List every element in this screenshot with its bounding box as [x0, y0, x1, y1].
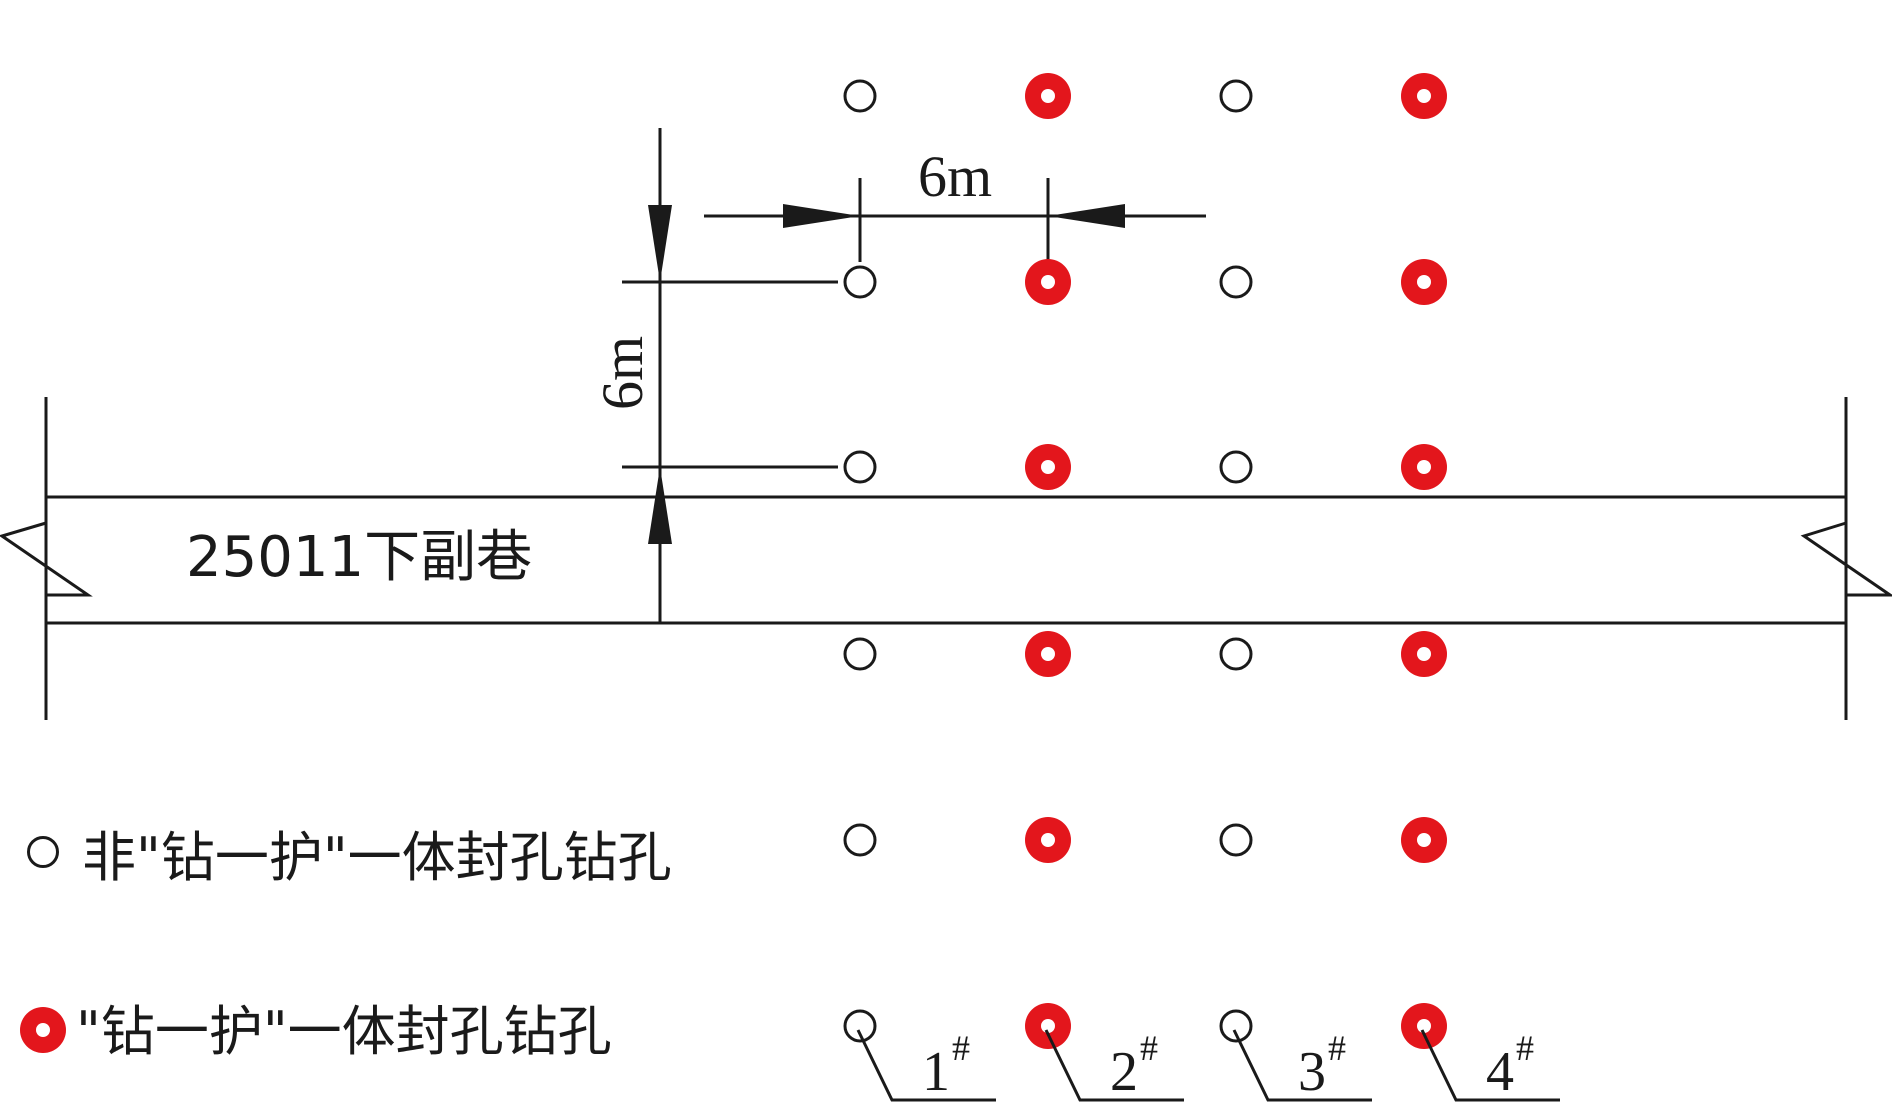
hole-integrated-c4-r3: [1401, 444, 1447, 490]
hole-plain-c3-r5: [1219, 823, 1253, 857]
horizontal-arrow-left: [783, 204, 860, 228]
column-2-mark: #: [1140, 1028, 1158, 1068]
column-2-leader-line: [1044, 1029, 1184, 1102]
hole-plain-c1-r1: [843, 79, 877, 113]
hole-integrated-c2-r5: [1025, 817, 1071, 863]
roadway: [0, 397, 1892, 720]
hole-integrated-c2-r3: [1025, 444, 1071, 490]
column-4-label: 4#: [1486, 1028, 1534, 1103]
vertical-arrow-top: [648, 205, 672, 282]
hole-plain-c3-r1: [1219, 79, 1253, 113]
roadway-label: 25011下副巷: [186, 525, 532, 590]
horizontal-arrow-right: [1048, 204, 1125, 228]
hole-integrated-c4-r1: [1401, 73, 1447, 119]
vertical-arrow-bottom: [648, 467, 672, 544]
legend-integrated-hole-label: "钻一护"一体封孔钻孔: [76, 1000, 612, 1063]
right-break-symbol: [1800, 521, 1892, 597]
legend: 非"钻一护"一体封孔钻孔 "钻一护"一体封孔钻孔: [20, 826, 672, 1063]
vertical-dimension-label: 6m: [590, 336, 655, 410]
column-1-leader-line: [856, 1029, 996, 1102]
column-3-mark: #: [1328, 1028, 1346, 1068]
hole-plain-c3-r4: [1219, 637, 1253, 671]
hole-plain-c3-r3: [1219, 450, 1253, 484]
hole-grid: [843, 73, 1447, 1049]
legend-plain-hole-label: 非"钻一护"一体封孔钻孔: [82, 826, 672, 889]
hole-plain-c3-r2: [1219, 265, 1253, 299]
legend-plain-hole-symbol: [27, 836, 59, 868]
hole-plain-c1-r2: [843, 265, 877, 299]
legend-integrated-hole-symbol: [20, 1007, 66, 1053]
hole-plain-c1-r5: [843, 823, 877, 857]
column-4-leader-line: [1420, 1029, 1560, 1102]
hole-plain-c1-r4: [843, 637, 877, 671]
hole-integrated-c4-r6: [1401, 1003, 1447, 1049]
hole-integrated-c2-r6: [1025, 1003, 1071, 1049]
column-4-number: 4: [1486, 1041, 1514, 1103]
column-1-mark: #: [952, 1028, 970, 1068]
column-3-label: 3#: [1298, 1028, 1346, 1103]
hole-integrated-c2-r1: [1025, 73, 1071, 119]
horizontal-dimension-label: 6m: [918, 144, 992, 209]
column-4-mark: #: [1516, 1028, 1534, 1068]
left-break-symbol: [0, 521, 93, 597]
column-1-label: 1#: [922, 1028, 970, 1103]
hole-plain-c1-r3: [843, 450, 877, 484]
hole-integrated-c4-r2: [1401, 259, 1447, 305]
hole-plain-c3-r6: [1219, 1009, 1253, 1043]
hole-integrated-c4-r4: [1401, 631, 1447, 677]
hole-plain-c1-r6: [843, 1009, 877, 1043]
hole-integrated-c4-r5: [1401, 817, 1447, 863]
column-3-number: 3: [1298, 1041, 1326, 1103]
column-3-leader-line: [1232, 1029, 1372, 1102]
hole-integrated-c2-r4: [1025, 631, 1071, 677]
hole-integrated-c2-r2: [1025, 259, 1071, 305]
column-2-number: 2: [1110, 1041, 1138, 1103]
column-1-number: 1: [922, 1041, 950, 1103]
column-labels: 1#2#3#4#: [856, 1028, 1560, 1103]
column-2-label: 2#: [1110, 1028, 1158, 1103]
